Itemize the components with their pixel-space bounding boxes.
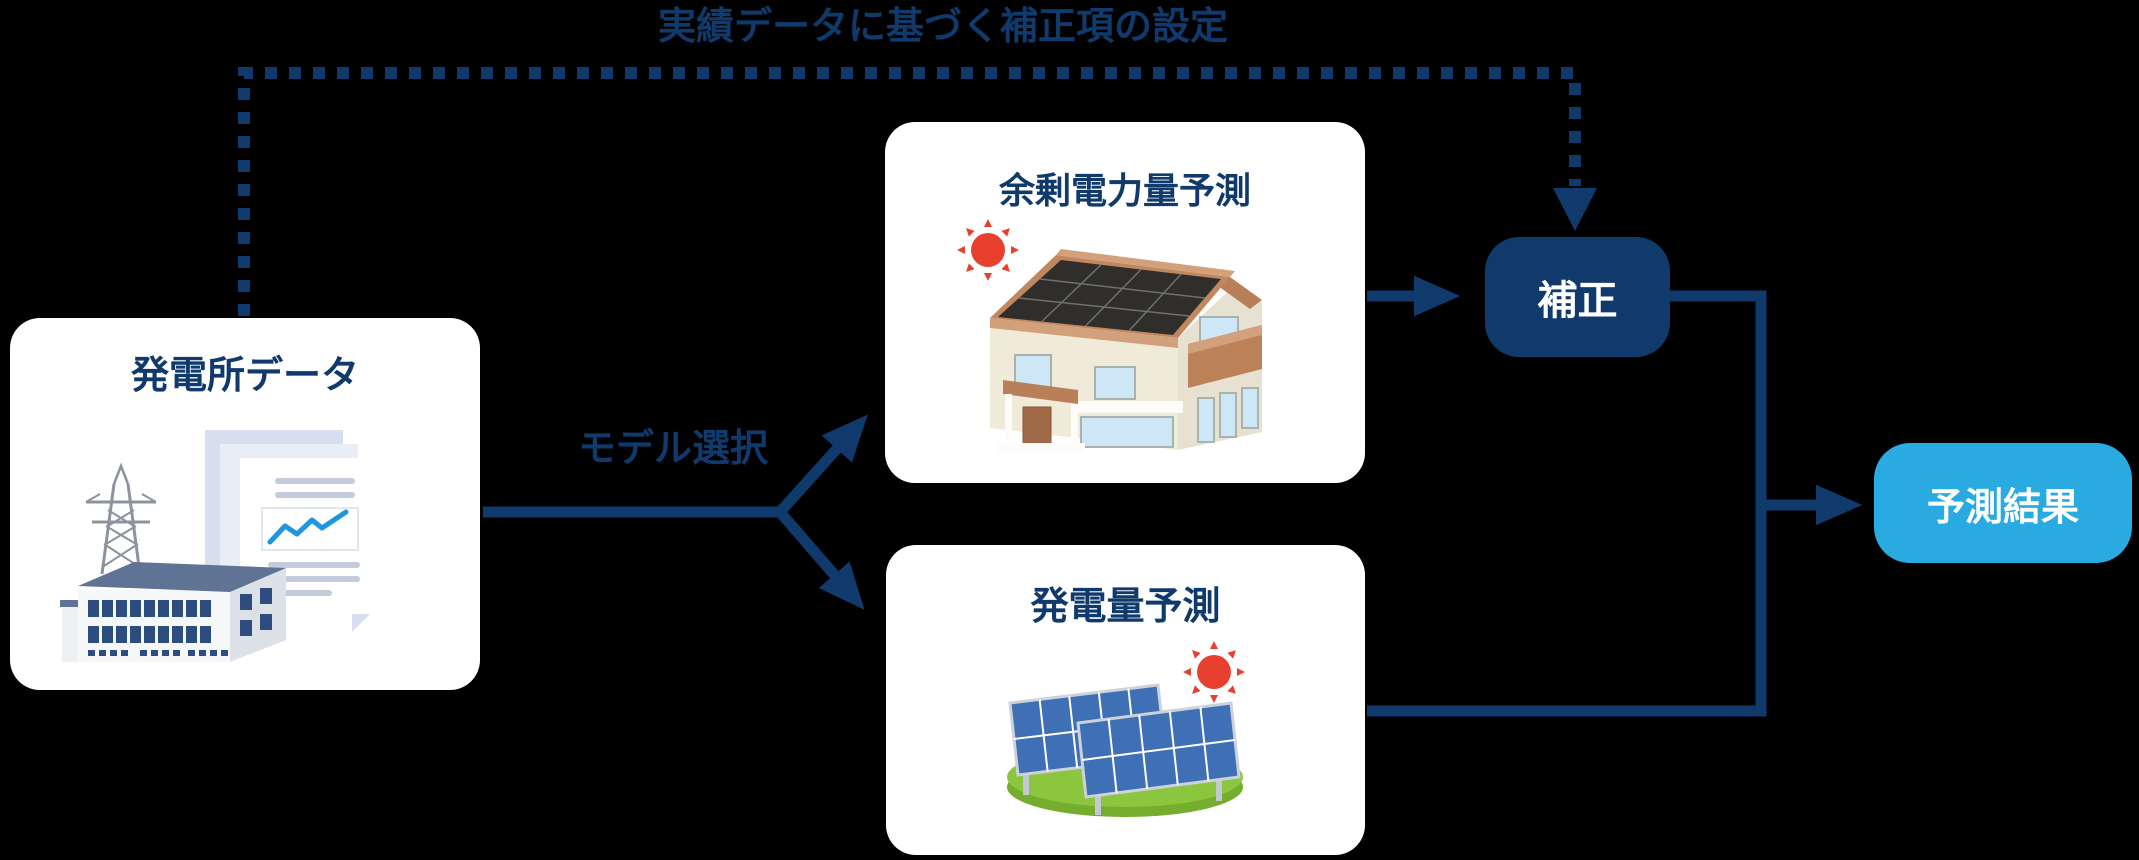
generation-forecast-title: 発電量予測	[1030, 584, 1221, 628]
plant-data-title: 発電所データ	[130, 353, 359, 397]
surplus-forecast-title: 余剰電力量予測	[998, 171, 1251, 212]
node-surplus-forecast: 余剰電力量予測	[885, 122, 1365, 483]
solar-farm-icon	[1007, 641, 1245, 817]
node-plant-data: 発電所データ	[10, 318, 480, 690]
node-generation-forecast: 発電量予測	[886, 545, 1365, 855]
feedback-note-label: 実績データに基づく補正項の設定	[658, 4, 1229, 48]
power-plant-icon	[60, 430, 370, 662]
node-result: 予測結果	[1874, 443, 2132, 563]
transmission-tower-icon	[85, 462, 157, 575]
model-select-label: モデル選択	[578, 426, 769, 470]
house-icon	[990, 249, 1262, 452]
feedback-arrowhead-icon	[1553, 188, 1597, 231]
feedback-dashed-line	[238, 67, 1581, 316]
factory-building-icon	[60, 562, 286, 662]
sun-icon	[1183, 641, 1245, 703]
solar-house-icon	[957, 219, 1262, 452]
sun-icon	[957, 219, 1019, 281]
edge-merge-line	[1367, 290, 1767, 717]
node-correction: 補正	[1485, 237, 1670, 357]
edge-source-to-generation	[775, 508, 865, 610]
correction-label: 補正	[1537, 278, 1618, 324]
result-label: 予測結果	[1926, 484, 2079, 529]
